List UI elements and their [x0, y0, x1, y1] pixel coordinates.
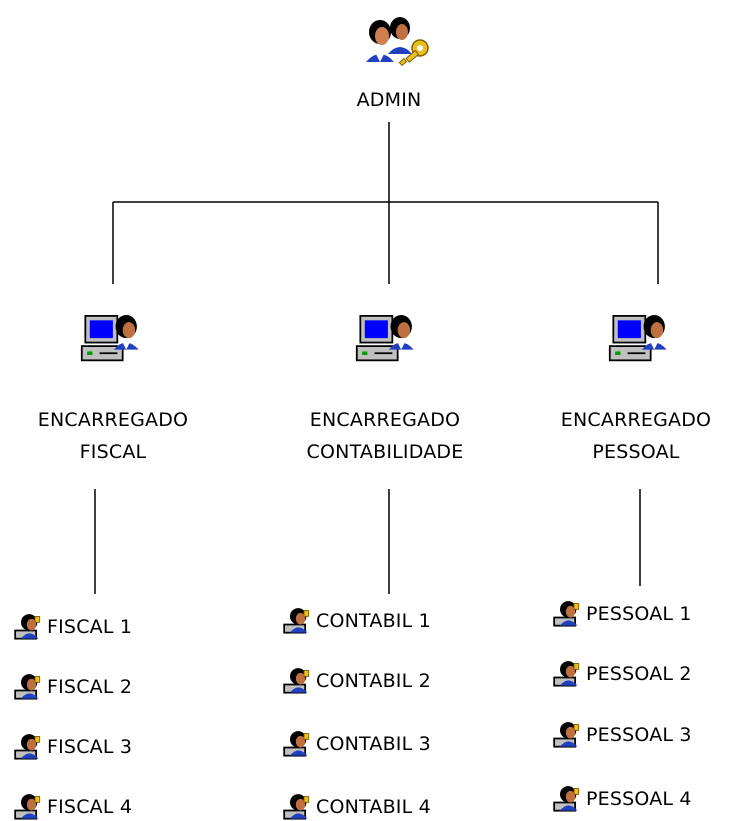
user-label: PESSOAL 3	[586, 724, 692, 746]
fiscal-user-2[interactable]: FISCAL 2	[14, 672, 132, 702]
user-label: FISCAL 2	[47, 676, 133, 698]
fiscal-computer-user-icon[interactable]	[80, 310, 144, 368]
user-label: PESSOAL 4	[586, 788, 692, 810]
fiscal-manager-department: FISCAL	[79, 441, 147, 463]
user-icon	[283, 607, 311, 635]
user-icon	[553, 785, 581, 813]
admin-key-users-icon[interactable]	[362, 14, 434, 70]
pessoal-user-1[interactable]: PESSOAL 1	[553, 599, 692, 629]
user-label: FISCAL 4	[47, 796, 133, 818]
pessoal-user-2[interactable]: PESSOAL 2	[553, 659, 692, 689]
fiscal-manager-title: ENCARREGADO	[37, 409, 189, 431]
user-icon	[14, 733, 42, 761]
user-icon	[283, 793, 311, 821]
user-icon	[283, 667, 311, 695]
contabilidade-user-2[interactable]: CONTABIL 2	[283, 666, 431, 696]
user-icon	[553, 660, 581, 688]
fiscal-user-3[interactable]: FISCAL 3	[14, 732, 132, 762]
pessoal-computer-user-icon[interactable]	[608, 310, 672, 368]
contabilidade-user-4[interactable]: CONTABIL 4	[283, 792, 431, 821]
user-label: CONTABIL 2	[316, 670, 431, 692]
fiscal-user-4[interactable]: FISCAL 4	[14, 792, 132, 821]
pessoal-user-3[interactable]: PESSOAL 3	[553, 720, 692, 750]
user-icon	[553, 721, 581, 749]
root-label: ADMIN	[356, 89, 422, 111]
pessoal-user-4[interactable]: PESSOAL 4	[553, 784, 692, 814]
user-label: FISCAL 1	[47, 616, 133, 638]
pessoal-manager-title: ENCARREGADO	[560, 409, 712, 431]
user-icon	[14, 613, 42, 641]
contabilidade-user-1[interactable]: CONTABIL 1	[283, 606, 431, 636]
user-label: FISCAL 3	[47, 736, 133, 758]
contabilidade-user-3[interactable]: CONTABIL 3	[283, 729, 431, 759]
user-label: CONTABIL 3	[316, 733, 431, 755]
contabilidade-computer-user-icon[interactable]	[355, 310, 419, 368]
user-icon	[14, 793, 42, 821]
contabilidade-manager-title: ENCARREGADO	[309, 409, 461, 431]
user-label: PESSOAL 1	[586, 603, 692, 625]
fiscal-user-1[interactable]: FISCAL 1	[14, 612, 132, 642]
contabilidade-manager-department: CONTABILIDADE	[306, 441, 464, 463]
user-label: PESSOAL 2	[586, 663, 692, 685]
user-label: CONTABIL 1	[316, 610, 431, 632]
user-label: CONTABIL 4	[316, 796, 431, 818]
user-icon	[553, 600, 581, 628]
user-icon	[14, 673, 42, 701]
pessoal-manager-department: PESSOAL	[592, 441, 680, 463]
user-icon	[283, 730, 311, 758]
